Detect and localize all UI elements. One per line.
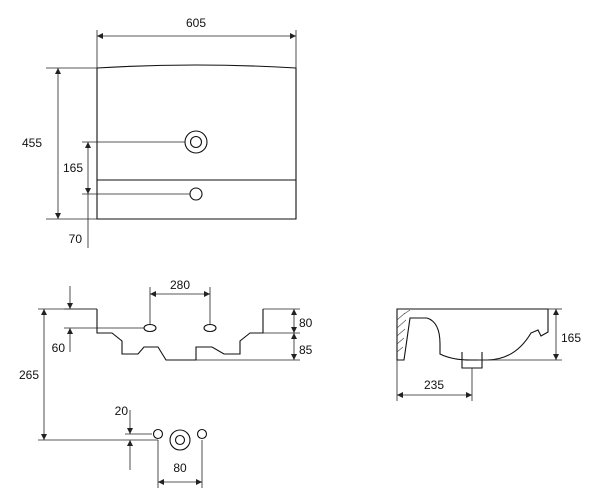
- dim-hole-spacing-280: 280: [170, 278, 190, 292]
- holes-detail: 20 80: [115, 404, 208, 488]
- dim-tap-offset-165: 165: [63, 161, 83, 175]
- detail-hole-right: [196, 428, 208, 440]
- mount-hole-right: [203, 323, 217, 333]
- detail-tap-hole: [169, 429, 191, 451]
- dim-total-height-265: 265: [19, 368, 39, 382]
- dim-rim-height-80: 80: [299, 316, 313, 330]
- drain-hole-top: [189, 187, 203, 201]
- dim-hole-spacing-80: 80: [173, 461, 187, 475]
- mount-hole-left: [143, 323, 157, 333]
- side-view: 165 235: [396, 308, 581, 401]
- basin-side-outline: [396, 308, 549, 361]
- top-view: 605 455 165 70: [22, 16, 297, 248]
- dim-drain-offset-70: 70: [69, 232, 83, 246]
- dim-hole-height-60: 60: [52, 341, 66, 355]
- tap-hole-top: [184, 130, 208, 154]
- dim-height-455: 455: [22, 136, 42, 150]
- dim-width-605: 605: [186, 16, 206, 30]
- dim-drain-distance-235: 235: [424, 378, 444, 392]
- front-view: 280 80 85 60 265: [19, 278, 313, 441]
- dim-body-height-85: 85: [299, 343, 313, 357]
- basin-front-outline: [96, 309, 264, 361]
- section-hatch: [396, 309, 411, 353]
- detail-hole-left: [152, 428, 164, 440]
- dim-side-depth-165: 165: [561, 331, 581, 345]
- dim-hole-vertical-20: 20: [115, 404, 129, 418]
